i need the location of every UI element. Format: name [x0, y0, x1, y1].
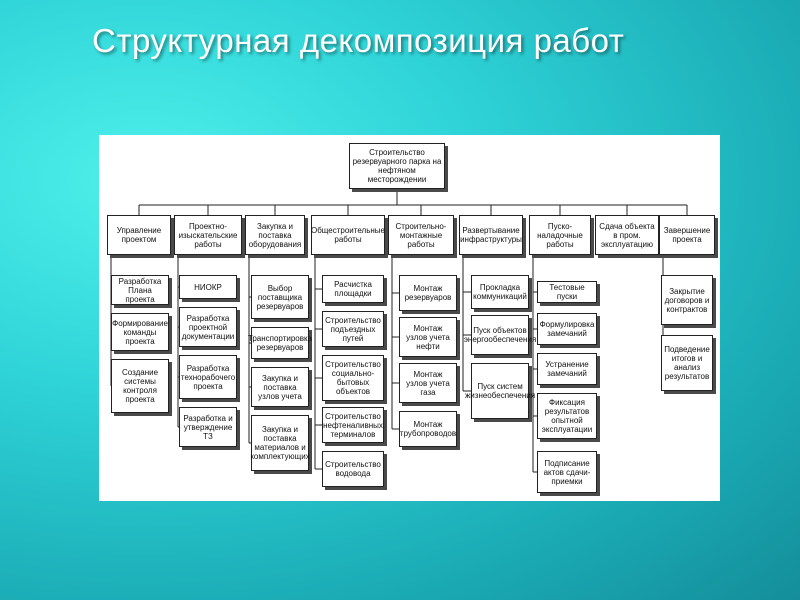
- slide-title: Структурная декомпозиция работ: [92, 22, 625, 59]
- wbs-task: Строительство нефтеналивных терминалов: [322, 407, 384, 443]
- wbs-task: Подписание актов сдачи-приемки: [537, 451, 597, 493]
- wbs-task: Закрытие договоров и контрактов: [661, 275, 713, 325]
- wbs-task: Монтаж узлов учета газа: [399, 363, 457, 403]
- wbs-branch-infrastructure: Развертывание инфраструктуры: [459, 215, 523, 255]
- wbs-root-node: Строительство резервуарного парка на неф…: [349, 143, 445, 189]
- wbs-task: Прокладка коммуникаций: [471, 275, 529, 309]
- wbs-branch-design: Проектно-изыскательские работы: [174, 215, 242, 255]
- wbs-branch-procurement: Закупка и поставка оборудования: [245, 215, 305, 255]
- wbs-branch-handover: Сдача объекта в пром. эксплуатацию: [595, 215, 659, 255]
- wbs-diagram-panel: Строительство резервуарного парка на неф…: [99, 135, 720, 501]
- wbs-task: Пуск объектов энергообеспечения: [464, 315, 536, 355]
- wbs-task: Строительство водовода: [322, 451, 384, 487]
- wbs-task: Формирование команды проекта: [111, 313, 169, 351]
- wbs-task: Монтаж трубопроводов: [399, 411, 457, 447]
- wbs-task: Разработка и утверждение ТЗ: [179, 407, 237, 447]
- wbs-task: НИОКР: [179, 275, 237, 299]
- wbs-branch-commissioning: Пуско-наладочные работы: [529, 215, 591, 255]
- wbs-task: Расчистка площадки: [322, 275, 384, 303]
- wbs-branch-installation: Строительно-монтажные работы: [388, 215, 454, 255]
- wbs-task: Монтаж резервуаров: [399, 275, 457, 311]
- wbs-task: Разработка Плана проекта: [111, 275, 169, 305]
- wbs-task: Разработка проектной документации: [179, 307, 237, 347]
- wbs-branch-management: Управление проектом: [107, 215, 171, 255]
- wbs-task: Подведение итогов и анализ результатов: [661, 335, 713, 391]
- wbs-task: Пуск систем жизнеобеспечения: [465, 363, 535, 419]
- wbs-task: Строительство подъездных путей: [322, 311, 384, 347]
- wbs-task: Фиксация результатов опытной эксплуатаци…: [537, 393, 597, 439]
- wbs-task: Создание системы контроля проекта: [111, 359, 169, 413]
- wbs-task: Строительство социально-бытовых объектов: [322, 355, 384, 401]
- wbs-task: Устранение замечаний: [537, 353, 597, 385]
- wbs-task: Тестовые пуски: [537, 281, 597, 303]
- wbs-task: Формулировка замечаний: [537, 313, 597, 345]
- wbs-task: Разработка технорабочего проекта: [179, 355, 237, 399]
- wbs-branch-closure: Завершение проекта: [659, 215, 715, 255]
- wbs-branch-general-construction: Общестроительные работы: [311, 215, 385, 255]
- wbs-task: Выбор поставщика резервуаров: [251, 275, 309, 319]
- wbs-task: Монтаж узлов учета нефти: [399, 317, 457, 357]
- wbs-task: Закупка и поставка материалов и комплект…: [250, 415, 310, 471]
- wbs-task: Транспортировка резервуаров: [248, 327, 312, 359]
- wbs-task: Закупка и поставка узлов учета: [251, 367, 309, 407]
